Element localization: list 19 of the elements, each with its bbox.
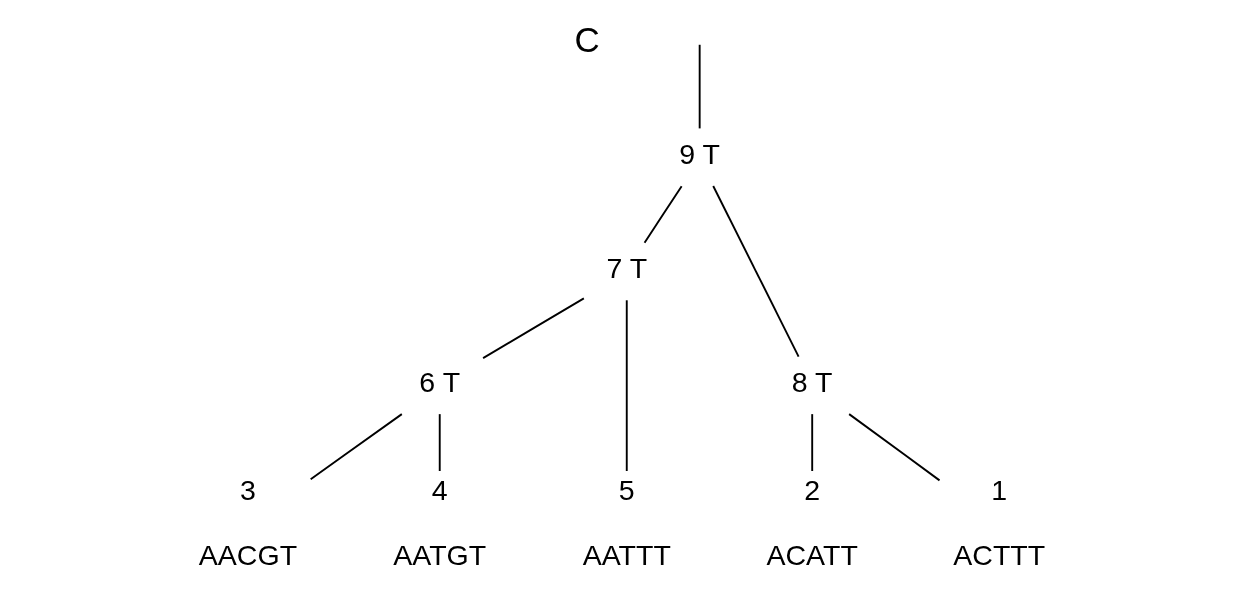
label: C	[574, 19, 600, 59]
node-text: 5 AATTT	[582, 474, 671, 572]
connector	[847, 413, 940, 482]
node-text: 2 ACATT	[766, 474, 858, 572]
connector	[438, 413, 441, 472]
connector	[309, 413, 403, 481]
node-text: 9 T	[678, 138, 720, 171]
connector	[698, 43, 701, 130]
node-text: 7 T	[605, 252, 647, 285]
node-text: 1 ACTTT	[952, 474, 1045, 572]
connector	[711, 185, 800, 358]
node-text: 3 AACGT	[198, 474, 297, 572]
connector	[625, 299, 628, 472]
connector	[643, 185, 683, 244]
node-text: 6 T	[418, 366, 460, 399]
node-text: 4 AATGT	[392, 474, 486, 572]
connector	[481, 297, 585, 360]
node-text: 8 T	[791, 366, 833, 399]
connector	[810, 413, 813, 472]
